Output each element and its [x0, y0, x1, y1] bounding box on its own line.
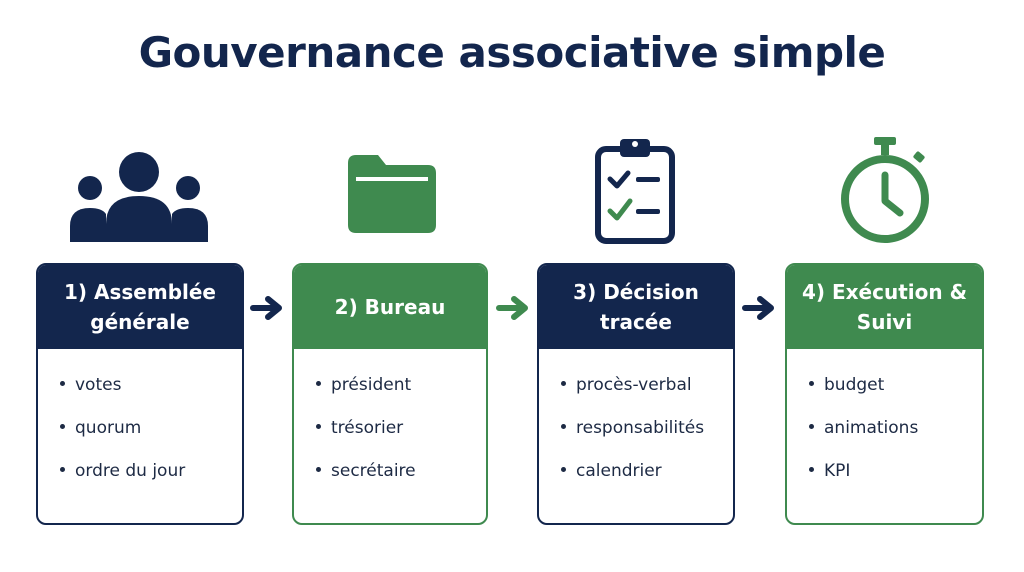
arrow-right-icon [742, 295, 776, 321]
step-card-title-line1: 4) Exécution & [801, 280, 968, 304]
list-item: calendrier [561, 450, 733, 493]
step-card-header: 2) Bureau [294, 265, 486, 349]
list-item-label: calendrier [576, 461, 662, 481]
step-card-list: président trésorier secrétaire [294, 349, 486, 493]
folder-icon [346, 153, 438, 235]
stopwatch-icon [836, 135, 934, 247]
step-card-title-line1: 2) Bureau [334, 295, 446, 319]
bullet-icon [60, 466, 65, 472]
arrow-right-icon [250, 295, 284, 321]
list-item: animations [809, 407, 982, 450]
group-icon [68, 150, 210, 242]
step-card-title-line2: générale [90, 310, 190, 334]
step-card-assemblee-generale: 1) Assemblée générale votes quorum ordre… [36, 263, 244, 525]
step-card-title-line2: tracée [600, 310, 672, 334]
step-card-list: budget animations KPI [787, 349, 982, 493]
list-item-label: ordre du jour [75, 461, 186, 481]
list-item-label: animations [824, 418, 919, 438]
step-card-header: 4) Exécution & Suivi [787, 265, 982, 349]
page-title: Gouvernance associative simple [138, 28, 886, 77]
bullet-icon [60, 380, 65, 386]
step-card-header: 3) Décision tracée [539, 265, 733, 349]
list-item-label: responsabilités [576, 418, 705, 438]
step-card-list: votes quorum ordre du jour [38, 349, 242, 493]
step-card-decision-tracee: 3) Décision tracée procès-verbal respons… [537, 263, 735, 525]
list-item-label: procès-verbal [576, 375, 692, 395]
clipboard-checklist-icon [592, 135, 678, 245]
bullet-icon [316, 466, 321, 472]
bullet-icon [316, 380, 321, 386]
list-item: budget [809, 364, 982, 407]
step-card-header: 1) Assemblée générale [38, 265, 242, 349]
bullet-icon [316, 423, 321, 429]
bullet-icon [561, 423, 566, 429]
list-item: président [316, 364, 486, 407]
step-card-bureau: 2) Bureau président trésorier secrétaire [292, 263, 488, 525]
arrow-right-icon [496, 295, 530, 321]
step-card-title-line1: 1) Assemblée [63, 280, 216, 304]
list-item-label: secrétaire [331, 461, 416, 481]
bullet-icon [60, 423, 65, 429]
step-card-title-line2: Suivi [856, 310, 913, 334]
step-card-title-line1: 3) Décision [573, 280, 699, 304]
bullet-icon [809, 380, 814, 386]
list-item-label: quorum [75, 418, 142, 438]
list-item: procès-verbal [561, 364, 733, 407]
list-item-label: votes [75, 375, 122, 395]
list-item-label: budget [824, 375, 885, 395]
bullet-icon [561, 466, 566, 472]
bullet-icon [809, 423, 814, 429]
list-item-label: président [331, 375, 412, 395]
list-item-label: KPI [824, 461, 851, 481]
step-card-list: procès-verbal responsabilités calendrier [539, 349, 733, 493]
bullet-icon [809, 466, 814, 472]
list-item: trésorier [316, 407, 486, 450]
list-item: ordre du jour [60, 450, 242, 493]
list-item: quorum [60, 407, 242, 450]
list-item: secrétaire [316, 450, 486, 493]
list-item: responsabilités [561, 407, 733, 450]
list-item: votes [60, 364, 242, 407]
step-card-execution-suivi: 4) Exécution & Suivi budget animations K… [785, 263, 984, 525]
list-item-label: trésorier [331, 418, 404, 438]
list-item: KPI [809, 450, 982, 493]
bullet-icon [561, 380, 566, 386]
